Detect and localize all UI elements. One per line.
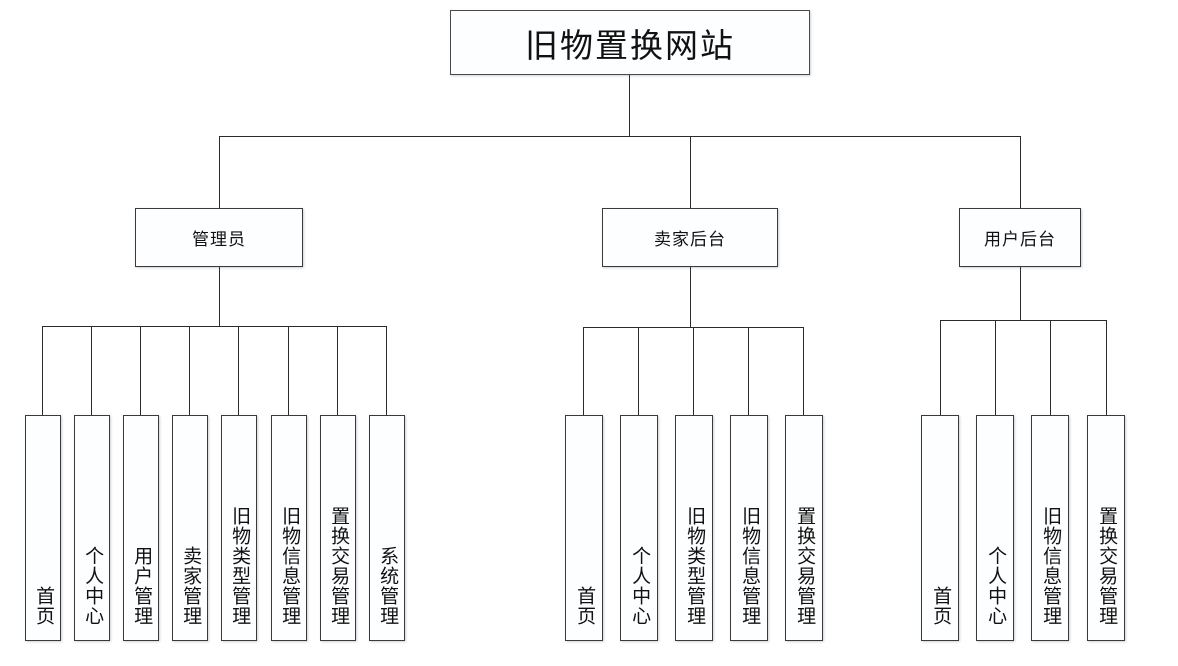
node-leaf-label: 卖家管理 bbox=[180, 546, 202, 626]
connector-seller-stem bbox=[690, 267, 691, 327]
node-leaf-admin-7[interactable]: 置换交易管理 bbox=[320, 415, 356, 641]
node-leaf-seller-4[interactable]: 旧物信息管理 bbox=[730, 415, 768, 641]
connector-admin-leaf-drop-3 bbox=[140, 326, 141, 415]
node-leaf-label: 旧物信息管理 bbox=[1040, 506, 1062, 626]
node-branch-seller[interactable]: 卖家后台 bbox=[602, 208, 778, 267]
node-leaf-label: 个人中心 bbox=[629, 546, 651, 626]
node-leaf-user-1[interactable]: 首页 bbox=[921, 415, 959, 641]
node-leaf-admin-5[interactable]: 旧物类型管理 bbox=[221, 415, 257, 641]
node-leaf-label: 用户管理 bbox=[131, 546, 153, 626]
connector-user-leaf-drop-1 bbox=[940, 320, 941, 415]
connector-main-bus bbox=[219, 136, 1021, 137]
connector-seller-leaf-drop-4 bbox=[748, 327, 749, 415]
connector-user-bus bbox=[940, 320, 1107, 321]
node-leaf-label: 旧物类型管理 bbox=[684, 506, 706, 626]
node-leaf-admin-3[interactable]: 用户管理 bbox=[123, 415, 159, 641]
connector-admin-leaf-drop-6 bbox=[288, 326, 289, 415]
connector-drop-seller bbox=[690, 136, 691, 208]
node-leaf-label: 置换交易管理 bbox=[328, 506, 350, 626]
connector-admin-leaf-drop-5 bbox=[238, 326, 239, 415]
node-leaf-label: 置换交易管理 bbox=[794, 506, 816, 626]
node-root-site[interactable]: 旧物置换网站 bbox=[450, 10, 810, 75]
node-branch-user-label: 用户后台 bbox=[984, 230, 1056, 249]
node-leaf-seller-2[interactable]: 个人中心 bbox=[620, 415, 658, 641]
node-leaf-label: 个人中心 bbox=[985, 546, 1007, 626]
connector-user-leaf-drop-2 bbox=[995, 320, 996, 415]
node-leaf-seller-5[interactable]: 置换交易管理 bbox=[785, 415, 823, 641]
node-leaf-label: 个人中心 bbox=[82, 546, 104, 626]
node-branch-admin[interactable]: 管理员 bbox=[135, 208, 303, 267]
connector-seller-leaf-drop-3 bbox=[693, 327, 694, 415]
node-leaf-label: 旧物类型管理 bbox=[229, 506, 251, 626]
node-leaf-user-2[interactable]: 个人中心 bbox=[976, 415, 1014, 641]
node-leaf-admin-4[interactable]: 卖家管理 bbox=[172, 415, 208, 641]
connector-root-trunk bbox=[629, 75, 630, 136]
node-leaf-seller-1[interactable]: 首页 bbox=[565, 415, 603, 641]
connector-admin-leaf-drop-7 bbox=[337, 326, 338, 415]
connector-admin-leaf-drop-4 bbox=[189, 326, 190, 415]
node-branch-admin-label: 管理员 bbox=[192, 230, 246, 249]
connector-drop-user bbox=[1020, 136, 1021, 208]
node-leaf-user-3[interactable]: 旧物信息管理 bbox=[1031, 415, 1069, 641]
node-leaf-label: 系统管理 bbox=[377, 546, 399, 626]
connector-seller-leaf-drop-1 bbox=[583, 327, 584, 415]
node-branch-seller-label: 卖家后台 bbox=[654, 230, 726, 249]
connector-admin-stem bbox=[219, 267, 220, 326]
node-leaf-label: 旧物信息管理 bbox=[739, 506, 761, 626]
node-leaf-user-4[interactable]: 置换交易管理 bbox=[1087, 415, 1125, 641]
connector-admin-bus bbox=[42, 326, 386, 327]
node-leaf-label: 首页 bbox=[930, 586, 952, 626]
connector-admin-leaf-drop-1 bbox=[42, 326, 43, 415]
node-leaf-label: 首页 bbox=[574, 586, 596, 626]
node-leaf-admin-2[interactable]: 个人中心 bbox=[74, 415, 110, 641]
node-leaf-admin-1[interactable]: 首页 bbox=[25, 415, 61, 641]
connector-seller-leaf-drop-5 bbox=[803, 327, 804, 415]
node-leaf-admin-8[interactable]: 系统管理 bbox=[369, 415, 405, 641]
connector-user-leaf-drop-3 bbox=[1050, 320, 1051, 415]
node-leaf-label: 旧物信息管理 bbox=[279, 506, 301, 626]
node-root-label: 旧物置换网站 bbox=[525, 28, 735, 65]
node-branch-user[interactable]: 用户后台 bbox=[959, 208, 1081, 267]
connector-admin-leaf-drop-2 bbox=[91, 326, 92, 415]
node-leaf-label: 置换交易管理 bbox=[1096, 506, 1118, 626]
node-leaf-label: 首页 bbox=[33, 586, 55, 626]
connector-user-leaf-drop-4 bbox=[1106, 320, 1107, 415]
connector-user-stem bbox=[1020, 267, 1021, 320]
connector-seller-leaf-drop-2 bbox=[638, 327, 639, 415]
node-leaf-admin-6[interactable]: 旧物信息管理 bbox=[271, 415, 307, 641]
connector-admin-leaf-drop-8 bbox=[386, 326, 387, 415]
node-leaf-seller-3[interactable]: 旧物类型管理 bbox=[675, 415, 713, 641]
connector-drop-admin bbox=[219, 136, 220, 208]
